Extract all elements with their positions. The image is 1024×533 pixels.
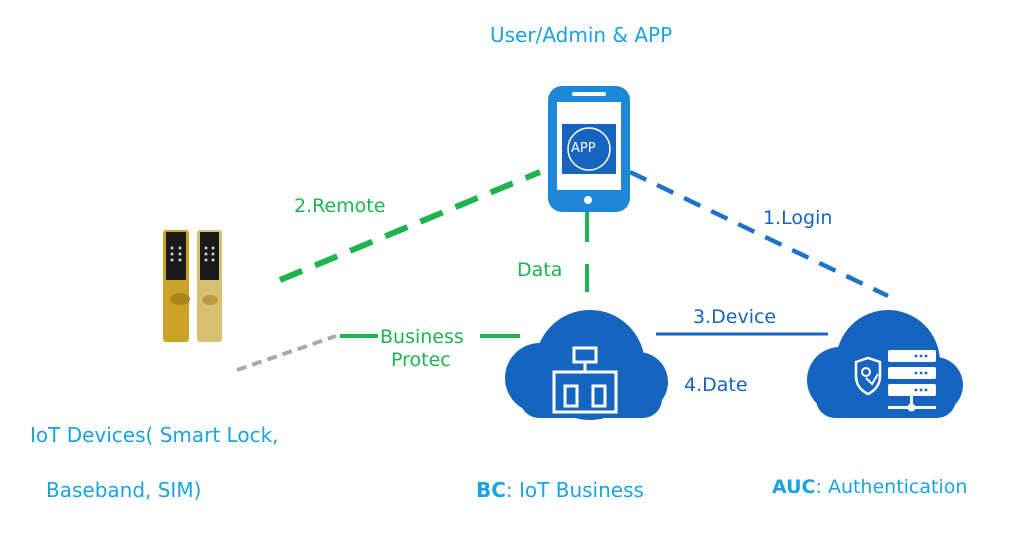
business-label-line1: Business xyxy=(380,326,464,348)
bc-cloud-icon xyxy=(505,310,668,420)
iot-devices-label-line1: IoT Devices( Smart Lock, xyxy=(30,423,279,447)
device-label: 3.Device xyxy=(693,306,777,328)
auc-cloud-icon xyxy=(807,310,963,418)
data-label: Data xyxy=(517,259,563,281)
login-label: 1.Login xyxy=(763,207,833,229)
remote-label: 2.Remote xyxy=(294,195,386,217)
login-connector xyxy=(629,169,889,299)
business-label-line2: Protec xyxy=(391,349,451,371)
bc-desc: : IoT Business xyxy=(505,478,644,502)
bc-label: BC: IoT Business xyxy=(476,478,644,502)
smartphone-icon xyxy=(548,86,630,212)
smart-lock-icon xyxy=(163,230,222,342)
iot-devices-label-line2: Baseband, SIM) xyxy=(46,478,202,502)
bc-abbr: BC xyxy=(476,478,506,502)
auc-abbr: AUC xyxy=(772,476,816,498)
iot-gray-connector xyxy=(236,334,337,372)
app-badge-label: APP xyxy=(571,141,596,156)
user-admin-label: User/Admin & APP xyxy=(490,23,673,47)
auc-label: AUC: Authentication xyxy=(772,476,967,498)
network-hierarchy-icon xyxy=(552,346,618,414)
date-label: 4.Date xyxy=(684,374,748,396)
auc-desc: : Authentication xyxy=(815,476,968,498)
app-badge-icon xyxy=(562,124,616,174)
shield-user-icon xyxy=(854,356,882,396)
remote-connector xyxy=(278,169,542,283)
server-icon xyxy=(888,350,936,412)
